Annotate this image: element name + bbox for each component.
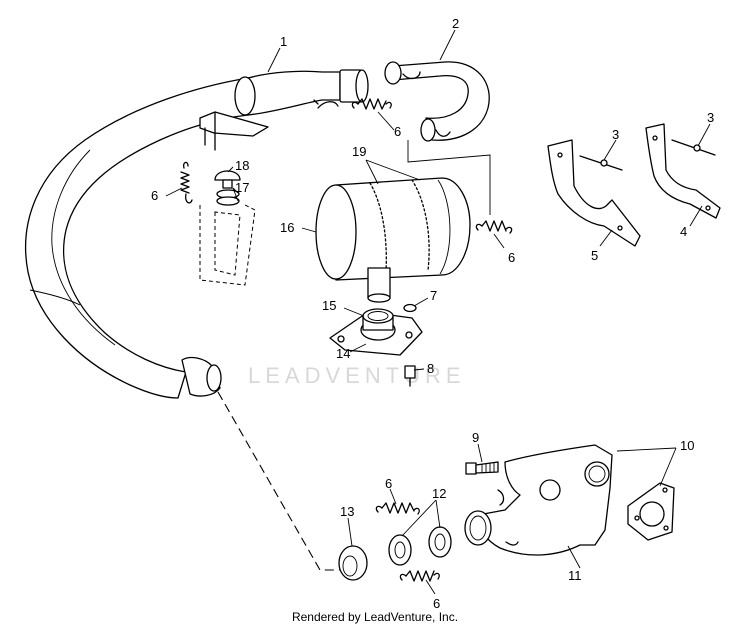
- callout-11: 11: [568, 568, 582, 583]
- tail-pipe: [384, 61, 490, 142]
- muffler-flange: [329, 308, 423, 356]
- spring-lower-lower: [399, 570, 440, 582]
- bolt-3-right: [671, 139, 716, 156]
- callout-13: 13: [340, 504, 354, 519]
- spring-upper: [351, 98, 392, 110]
- callout-4: 4: [680, 224, 687, 239]
- callout-1: 1: [280, 34, 287, 49]
- watermark: LEADVENTURE: [248, 363, 466, 388]
- leader-lines: [165, 29, 711, 595]
- callout-12: 12: [432, 486, 446, 501]
- callout-6-lower-upper: 6: [385, 476, 392, 491]
- muffler: [315, 177, 471, 303]
- footer-credit: Rendered by LeadVenture, Inc.: [291, 610, 459, 624]
- callout-9: 9: [472, 430, 479, 445]
- callout-numbers: 1 2 3 3 4 5 6 6 6 6 6 7 8 9 10 11 12 13 …: [151, 16, 714, 611]
- callout-18: 18: [235, 158, 249, 173]
- callout-10: 10: [680, 438, 694, 453]
- exhaust-manifold: [464, 444, 613, 556]
- expansion-chamber: [24, 69, 369, 399]
- callout-6-lower-lower: 6: [433, 596, 440, 611]
- washer-and-nut: [403, 303, 417, 387]
- callout-19: 19: [352, 144, 366, 159]
- grommet-13: [338, 545, 368, 581]
- callout-2: 2: [452, 16, 459, 31]
- callout-17: 17: [235, 180, 249, 195]
- callout-15: 15: [322, 298, 336, 313]
- callout-3-right: 3: [707, 110, 714, 125]
- callout-14: 14: [336, 346, 350, 361]
- spring-lower-upper: [375, 502, 420, 515]
- spring-left: [180, 161, 193, 204]
- seal-rings: [388, 526, 452, 566]
- callout-6-left: 6: [151, 188, 158, 203]
- callout-3-left: 3: [612, 127, 619, 142]
- manifold-bolt: [465, 461, 499, 475]
- callout-7: 7: [430, 288, 437, 303]
- bolt-3-left: [579, 155, 623, 171]
- callout-6-upper: 6: [394, 124, 401, 139]
- bracket-4: [645, 123, 721, 219]
- grommet-and-washers: [199, 170, 256, 286]
- spring-right: [475, 220, 513, 234]
- callout-5: 5: [591, 248, 598, 263]
- callout-8: 8: [427, 361, 434, 376]
- callout-6-right: 6: [508, 250, 515, 265]
- manifold-gasket: [627, 482, 675, 541]
- bracket-5: [547, 139, 641, 247]
- callout-16: 16: [280, 220, 294, 235]
